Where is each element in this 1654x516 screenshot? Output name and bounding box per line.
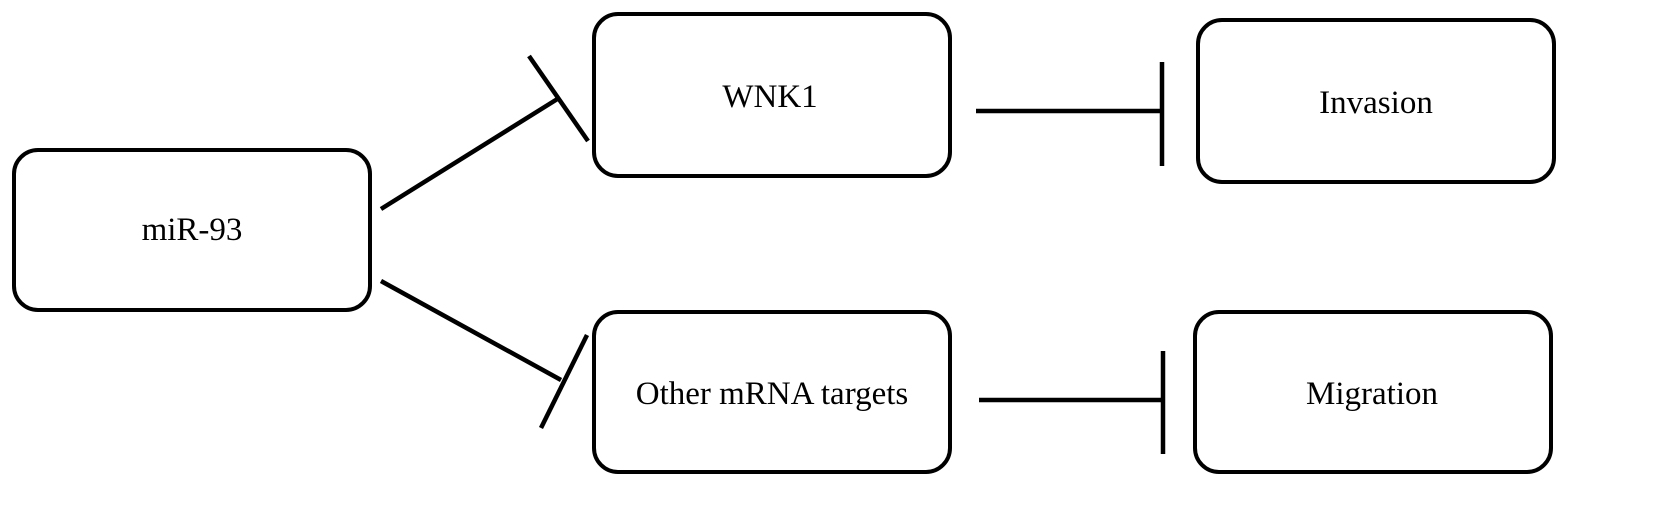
- inhibition-line: [379, 96, 561, 211]
- node-other-targets: Other mRNA targets: [592, 310, 952, 474]
- edge-wnk1-invasion: [976, 62, 1165, 166]
- edge-mir93-wnk1: [379, 54, 590, 211]
- node-migration: Migration: [1193, 310, 1553, 474]
- node-mir93: miR-93: [12, 148, 372, 312]
- node-wnk1: WNK1: [592, 12, 952, 178]
- node-wnk1-box: [592, 12, 952, 178]
- node-invasion-box: [1196, 18, 1556, 184]
- node-migration-label: Migration: [1306, 376, 1438, 412]
- inhibition-bar: [538, 334, 590, 429]
- node-migration-box: [1193, 310, 1553, 474]
- inhibition-line: [379, 279, 563, 382]
- node-other-targets-label: Other mRNA targets: [636, 376, 909, 412]
- node-mir93-box: [12, 148, 372, 312]
- node-wnk1-label: WNK1: [722, 79, 817, 115]
- node-invasion-label: Invasion: [1319, 85, 1433, 121]
- node-other-targets-box: [592, 310, 952, 474]
- edge-other-targets-migration: [979, 351, 1166, 454]
- node-mir93-label: miR-93: [142, 212, 243, 248]
- inhibition-bar: [527, 54, 590, 143]
- edge-mir93-other-targets: [379, 279, 590, 429]
- node-invasion: Invasion: [1196, 18, 1556, 184]
